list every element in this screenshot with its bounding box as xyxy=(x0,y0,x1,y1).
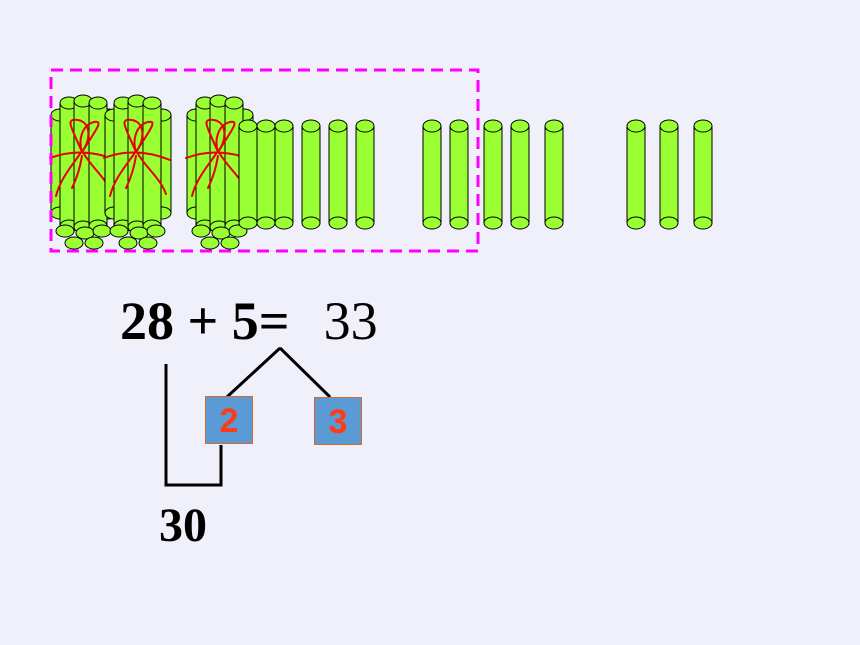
split-lines xyxy=(225,346,332,399)
bundle-stick-end xyxy=(92,224,112,238)
bundle-stick-end xyxy=(200,236,220,250)
stick-bundle xyxy=(103,94,172,250)
sum-33: 33 xyxy=(323,291,378,351)
addend-5: 5 xyxy=(231,291,259,351)
bundle-stick-end xyxy=(191,224,211,238)
bundle-stick-end xyxy=(118,236,138,250)
grouping-frame xyxy=(49,68,480,253)
equals-sign: = xyxy=(258,291,290,351)
loose-stick xyxy=(626,119,646,230)
loose-stick xyxy=(659,119,679,230)
loose-stick xyxy=(328,119,348,230)
stick-bundle xyxy=(49,94,118,250)
loose-stick xyxy=(693,119,713,230)
loose-stick xyxy=(544,119,564,230)
loose-stick xyxy=(355,119,375,230)
loose-stick xyxy=(483,119,503,230)
make-ten-bracket xyxy=(164,364,223,487)
bundle-stick-end xyxy=(220,236,240,250)
stick-bundle xyxy=(185,94,254,250)
addition-equation: 28 + 5= 33 xyxy=(120,289,378,353)
plus-sign: + xyxy=(187,291,219,351)
bundle-stick-end xyxy=(138,236,158,250)
loose-stick xyxy=(449,119,469,230)
bundle-stick-end xyxy=(109,224,129,238)
split-box-2: 2 xyxy=(205,396,253,444)
bundle-stick-end xyxy=(64,236,84,250)
loose-stick xyxy=(301,119,321,230)
ribbon-tie xyxy=(103,118,171,197)
bundle-stick-end xyxy=(146,224,166,238)
tens-total-30: 30 xyxy=(159,499,207,552)
loose-stick xyxy=(274,119,294,230)
loose-stick xyxy=(238,119,258,230)
split-line-right xyxy=(278,346,332,399)
loose-stick xyxy=(422,119,442,230)
addend-28: 28 xyxy=(120,291,174,351)
loose-stick xyxy=(510,119,530,230)
split-box-3: 3 xyxy=(314,397,362,445)
bundle-stick-end xyxy=(55,224,75,238)
bundle-stick-end xyxy=(84,236,104,250)
loose-stick xyxy=(256,119,276,230)
split-line-left xyxy=(225,346,282,399)
